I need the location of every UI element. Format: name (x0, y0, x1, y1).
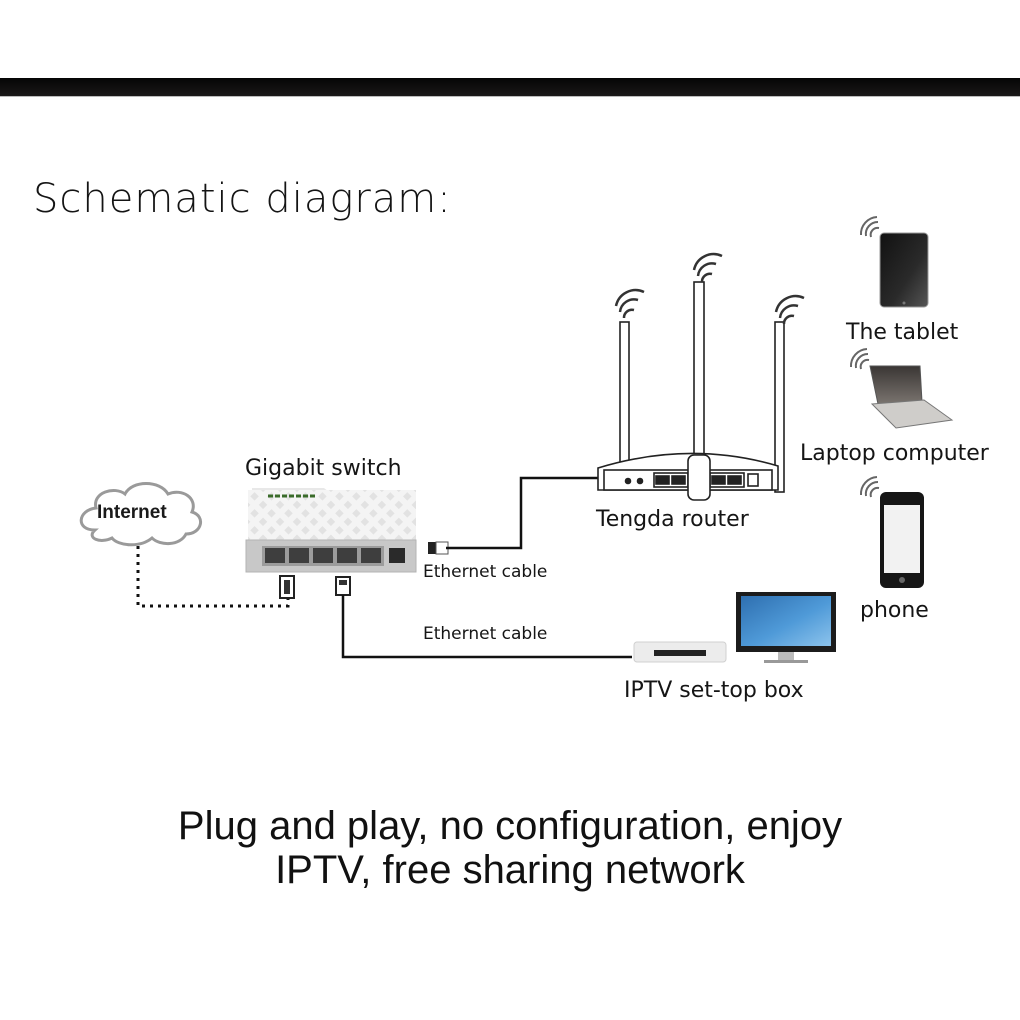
ethernet-cable-iptv (341, 595, 632, 659)
top-banner-bar (0, 78, 1020, 97)
switch-label: Gigabit switch (245, 456, 402, 481)
laptop-icon (869, 365, 954, 429)
phone-icon (880, 492, 924, 588)
wifi-signal-icon (849, 348, 870, 370)
router-icon (597, 281, 785, 501)
laptop-label: Laptop computer (800, 441, 989, 466)
tablet-label: The tablet (846, 320, 959, 345)
ethernet-cable-router (446, 476, 600, 550)
phone-label: phone (860, 598, 929, 623)
tablet-icon (879, 232, 929, 308)
rj45-plug-icon (428, 541, 449, 555)
footer-tagline: Plug and play, no configuration, enjoy I… (0, 804, 1020, 892)
footer-line-2: IPTV, free sharing network (275, 848, 745, 892)
rj45-plug-icon (279, 575, 295, 599)
internet-cloud-icon (79, 482, 202, 547)
ethernet-cable-label-iptv: Ethernet cable (423, 624, 548, 644)
gigabit-switch-icon (245, 488, 417, 573)
footer-line-1: Plug and play, no configuration, enjoy (177, 804, 843, 848)
wifi-signal-icon (859, 216, 880, 238)
rj45-plug-icon (335, 576, 351, 596)
wifi-signal-icon (614, 252, 805, 325)
iptv-label: IPTV set-top box (624, 678, 804, 703)
internet-label: Internet (97, 502, 167, 523)
tv-icon (736, 592, 836, 663)
page-title: Schematic diagram: (33, 176, 452, 222)
wifi-signal-icon (859, 476, 880, 498)
set-top-box-icon (633, 641, 727, 663)
ethernet-cable-label-router: Ethernet cable (423, 562, 548, 582)
router-label: Tengda router (596, 507, 749, 532)
